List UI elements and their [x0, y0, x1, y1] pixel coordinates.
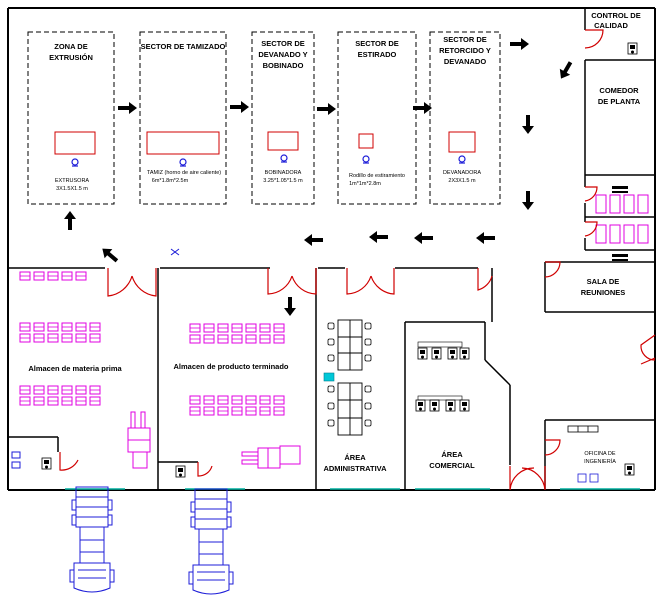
zone-stretching-title-1: SECTOR DE [355, 39, 399, 48]
commercial-desks [415, 341, 470, 412]
zone-sieving-title: SECTOR DE TAMIZADO [141, 42, 226, 51]
forklift-product [241, 445, 301, 469]
room-quality-line-1: CONTROL DE [591, 11, 640, 20]
engineering-furniture [567, 425, 599, 483]
zone-twisting-title-2: RETORCIDO Y [439, 46, 491, 55]
window-marker [323, 372, 335, 382]
room-admin-line-2: ADMINISTRATIVA [323, 464, 387, 473]
room-product-storage-label: Almacen de producto terminado [173, 362, 288, 371]
zone-winding-title-1: SECTOR DE [261, 39, 305, 48]
production-zones [27, 31, 501, 205]
restroom-signs [612, 186, 628, 261]
room-commercial-line-2: COMERCIAL [429, 461, 475, 470]
engineering-desk [624, 463, 635, 476]
admin-tables [337, 319, 363, 436]
machines [54, 131, 476, 155]
zone-extrusion-title-2: EXTRUSIÓN [49, 53, 93, 62]
room-admin-label: ÁREA ADMINISTRATIVA [323, 453, 387, 473]
zone-winding-title-3: BOBINADO [263, 61, 304, 70]
room-engineering-line-2: INGENIERÍA [584, 458, 616, 465]
room-admin-line-1: ÁREA [344, 453, 366, 462]
machine-twisting-name: DEVANADORA [443, 170, 481, 176]
zone-twisting-title-1: SECTOR DE [443, 35, 487, 44]
raw-office [11, 451, 52, 470]
zone-winding-title-2: DEVANADO Y [258, 50, 307, 59]
zone-twisting-title-3: DEVANADO [444, 57, 487, 66]
building-walls [7, 7, 656, 491]
product-office [175, 465, 186, 478]
machine-sieving-name: TAMIZ (horno de aire caliente) [147, 170, 221, 176]
restrooms [595, 194, 649, 244]
admin-chairs [327, 322, 372, 427]
room-commercial-line-1: ÁREA [441, 450, 463, 459]
quality-desk [627, 42, 638, 55]
raw-storage-pallets [19, 271, 101, 406]
machine-twisting-dims: 2X3X1.5 m [448, 178, 476, 184]
truck-right [188, 488, 234, 595]
room-commercial-label: ÁREA COMERCIAL [429, 450, 475, 470]
machine-winding-name: BOBINADORA [265, 170, 302, 176]
room-meeting-line-2: REUNIONES [581, 288, 626, 297]
flow-arrows [64, 38, 576, 316]
room-dining-line-1: COMEDOR [599, 86, 639, 95]
equipment-icons [71, 154, 466, 256]
truck-left [69, 486, 115, 593]
room-engineering-line-1: OFICINA DE [584, 451, 616, 457]
forklift-raw [127, 411, 151, 469]
zone-labels: ZONA DE EXTRUSIÓN SECTOR DE TAMIZADO SEC… [49, 35, 491, 70]
zone-stretching-title-2: ESTIRADO [358, 50, 397, 59]
machine-winding-dims: 3.25*1.05*1.5 m [263, 178, 303, 184]
room-labels: CONTROL DE CALIDAD COMEDOR DE PLANTA SAL… [581, 11, 641, 297]
room-quality-line-2: CALIDAD [594, 21, 628, 30]
machine-stretching-name: Rodillo de estiramiento [349, 173, 405, 179]
machine-labels: EXTRUSORA 3X1.5X1.5 m TAMIZ (horno de ai… [55, 170, 481, 192]
room-dining-line-2: DE PLANTA [598, 97, 641, 106]
room-raw-storage-label: Almacen de materia prima [28, 364, 122, 373]
machine-sieving-dims: 6m*1.8m*2.5m [152, 178, 189, 184]
machine-extrusion-dims: 3X1.5X1.5 m [56, 186, 88, 192]
zone-extrusion-title-1: ZONA DE [54, 42, 87, 51]
machine-stretching-dims: 1m*1m*2.8m [349, 181, 381, 187]
room-meeting-line-1: SALA DE [587, 277, 620, 286]
room-engineering-label: OFICINA DE INGENIERÍA [584, 451, 616, 465]
doors [59, 29, 656, 491]
machine-extrusion-name: EXTRUSORA [55, 178, 90, 184]
